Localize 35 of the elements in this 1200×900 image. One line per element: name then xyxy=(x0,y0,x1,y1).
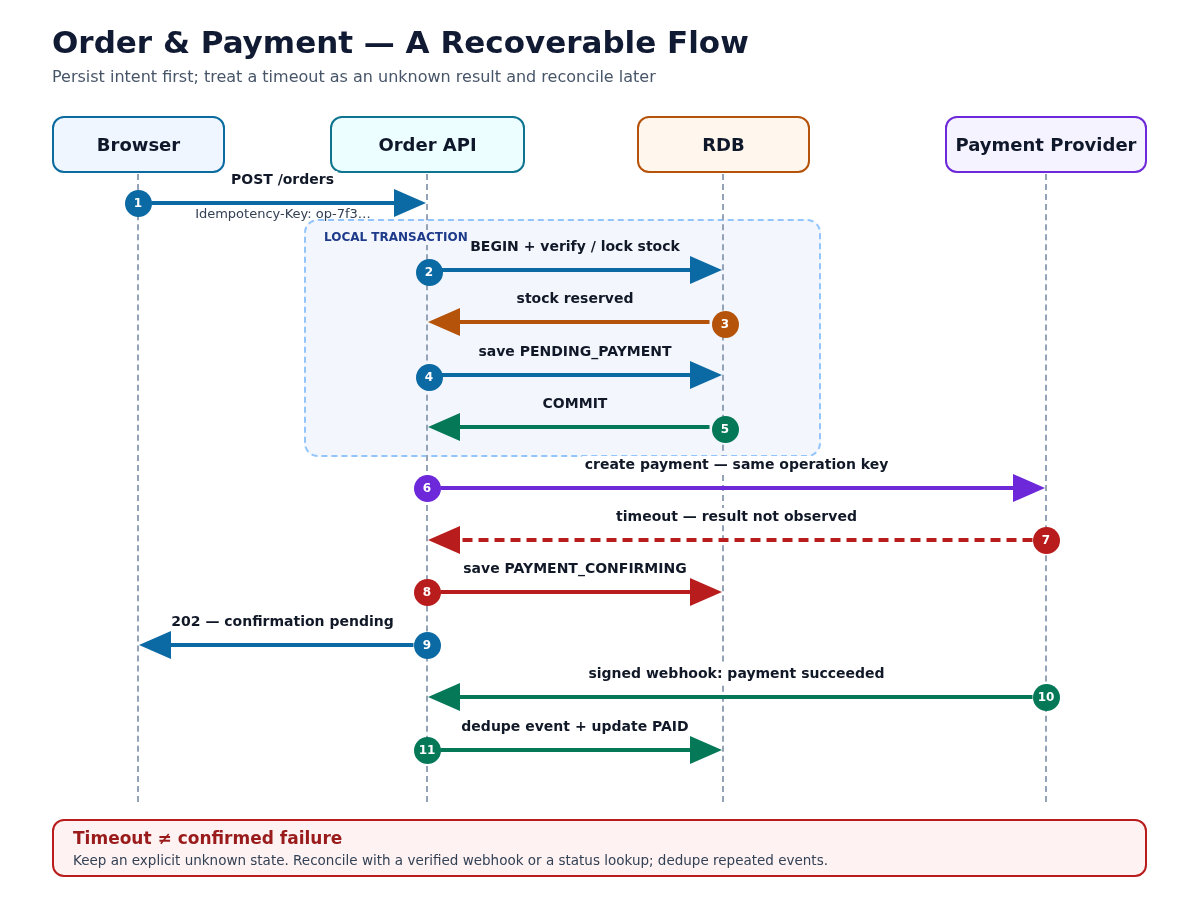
dashed-message-arrow xyxy=(428,526,1033,554)
participant-box: Browser xyxy=(52,116,225,173)
message-arrow xyxy=(139,631,414,659)
step-number-circle: 2 xyxy=(415,258,443,286)
step-number-circle: 6 xyxy=(413,474,441,502)
note-heading: Timeout ≠ confirmed failure xyxy=(73,828,343,849)
message-arrow xyxy=(440,361,722,389)
message-label: create payment — same operation key xyxy=(581,456,892,473)
message-arrow xyxy=(428,683,1033,711)
message-arrow xyxy=(440,578,722,606)
step-number-circle: 9 xyxy=(413,631,441,659)
message-arrow xyxy=(440,256,722,284)
step-number-circle: 5 xyxy=(711,415,739,443)
step-number-circle: 11 xyxy=(413,736,441,764)
step-number-circle: 7 xyxy=(1032,526,1060,554)
subtitle: Persist intent first; treat a timeout as an unknown result and reconcile later xyxy=(52,67,656,87)
transaction-group xyxy=(304,219,821,457)
step-number-circle: 3 xyxy=(711,310,739,338)
message-arrow xyxy=(440,474,1045,502)
message-arrow xyxy=(440,736,722,764)
message-arrow xyxy=(428,308,710,336)
participant-box: Payment Provider xyxy=(945,116,1147,173)
participant-box: Order API xyxy=(330,116,525,173)
step-number-circle: 1 xyxy=(124,189,152,217)
step-number-circle: 8 xyxy=(413,578,441,606)
title: Order & Payment — A Recoverable Flow xyxy=(52,23,749,61)
note-text: Keep an explicit unknown state. Reconcile with a verified webhook or a status lookup; dedupe repeated events. xyxy=(73,852,828,869)
participant-box: RDB xyxy=(637,116,810,173)
step-number-circle: 4 xyxy=(415,363,443,391)
message-arrow xyxy=(151,189,426,217)
step-number-circle: 10 xyxy=(1032,683,1060,711)
group-title: LOCAL TRANSACTION xyxy=(322,230,470,245)
request-header-text: Idempotency-Key: op-7f3… xyxy=(195,206,371,222)
message-arrow xyxy=(428,413,710,441)
note-panel xyxy=(52,819,1147,877)
